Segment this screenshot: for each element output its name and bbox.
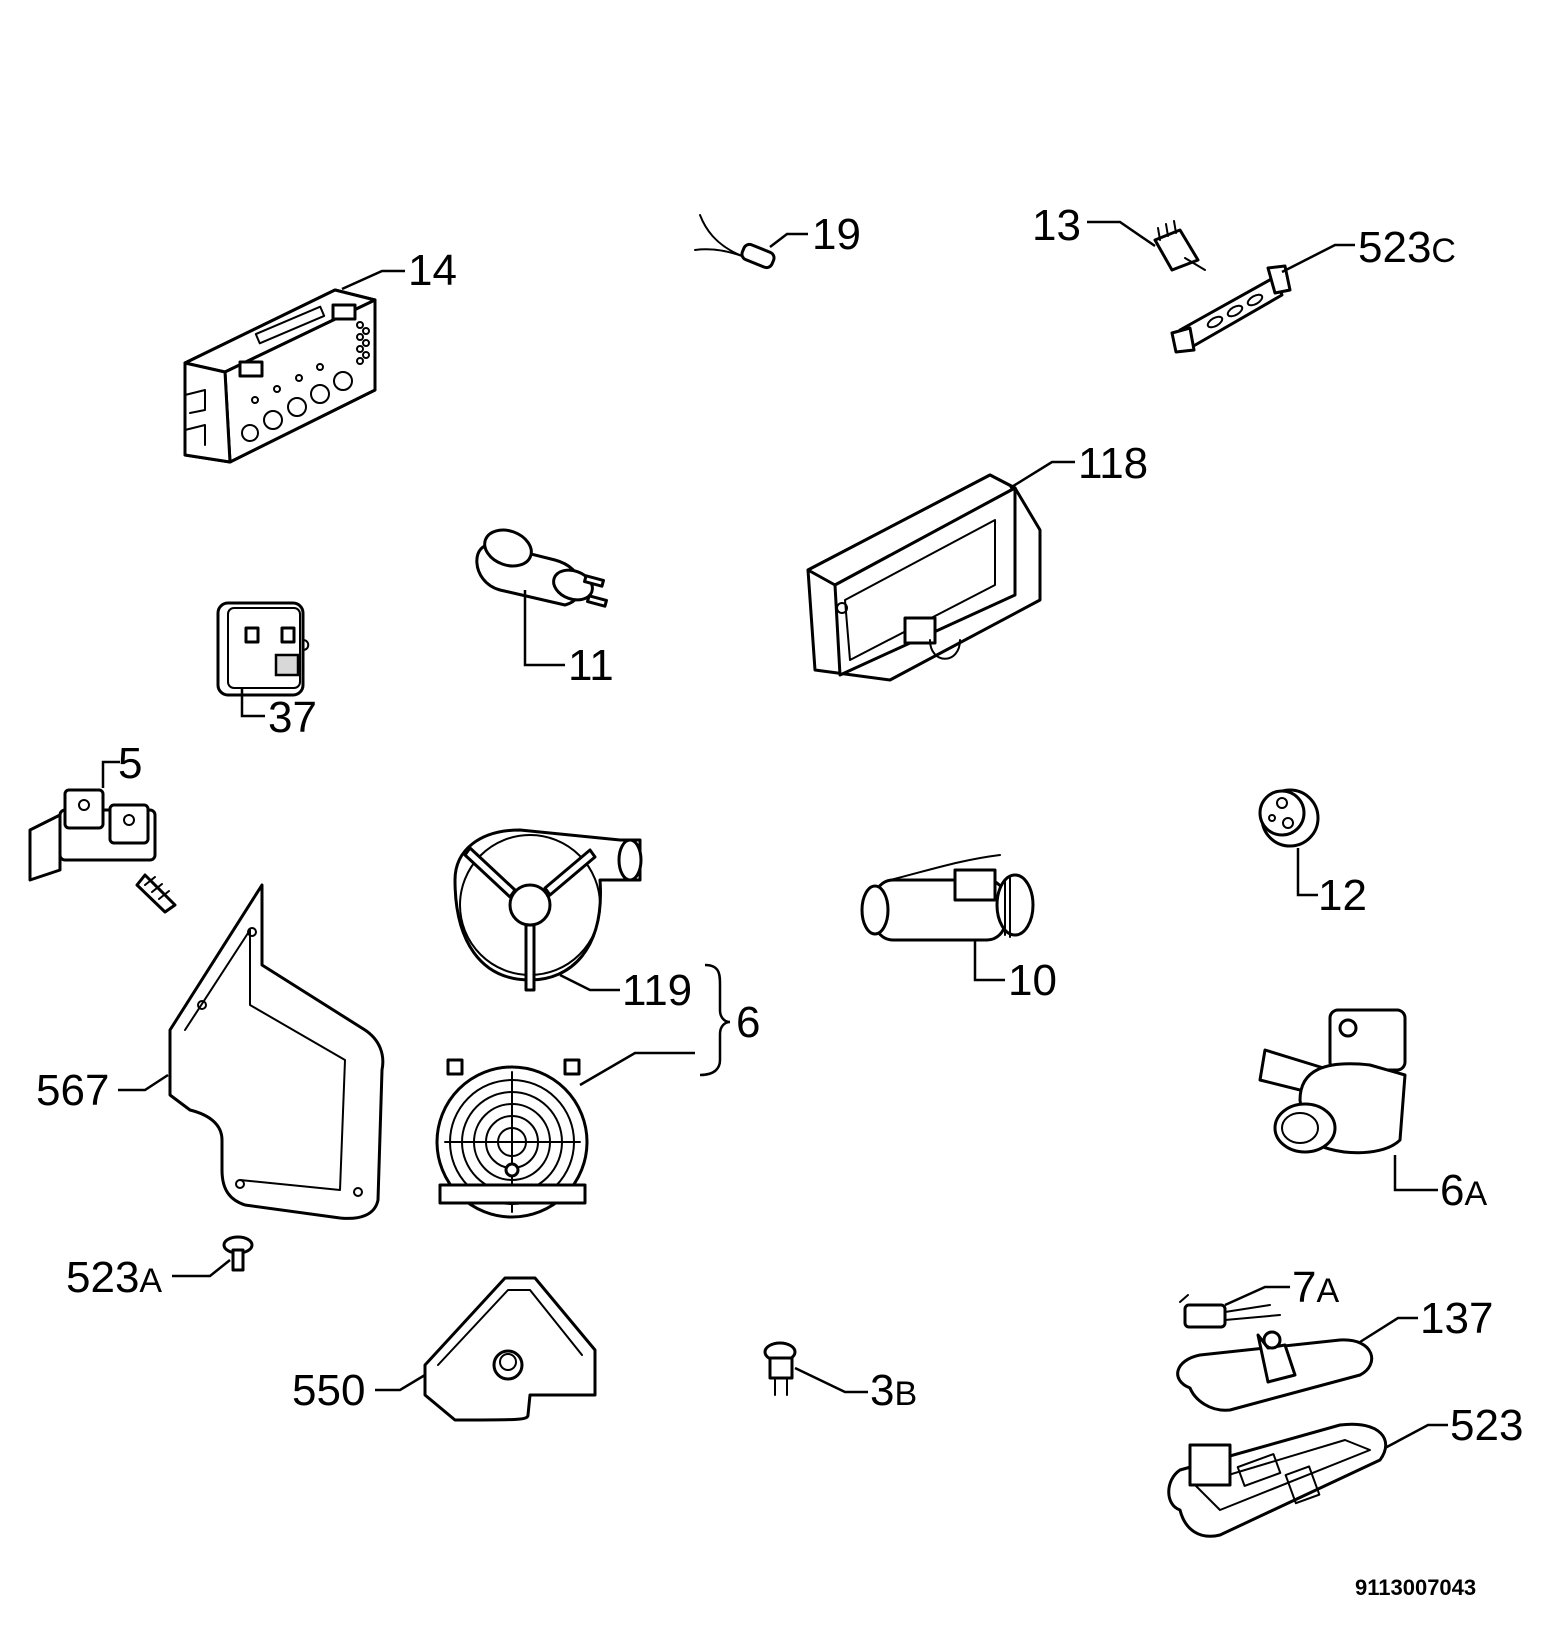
svg-text:3B: 3B [870, 1366, 917, 1415]
label-137: 137 [1420, 1294, 1493, 1343]
svg-text:7A: 7A [1292, 1263, 1339, 1312]
part-523a-screw [172, 1235, 254, 1278]
label-523c: 523C [1358, 223, 1456, 272]
label-14: 14 [408, 246, 457, 295]
svg-text:118: 118 [1078, 439, 1148, 488]
label-11: 11 [568, 641, 614, 690]
part-567-shield [118, 883, 385, 1220]
part-6a-drain-pump [1258, 1008, 1438, 1192]
part-5-inlet-valve [28, 760, 177, 914]
svg-text:11: 11 [568, 641, 614, 690]
svg-text:10: 10 [1008, 956, 1057, 1005]
label-6: 6 [736, 998, 760, 1047]
svg-text:13: 13 [1032, 201, 1081, 250]
label-3b: 3B [870, 1366, 917, 1415]
svg-text:14: 14 [408, 246, 457, 295]
part-7a-thermostat [1179, 1285, 1290, 1329]
part-6-impeller-cover [435, 1051, 695, 1219]
part-3b-switch [763, 1341, 868, 1396]
part-13-switch [1087, 220, 1206, 272]
svg-text:567: 567 [36, 1066, 109, 1115]
label-7a: 7A [1292, 1263, 1339, 1312]
label-523: 523 [1450, 1401, 1523, 1450]
part-550-cover [375, 1276, 597, 1422]
label-12: 12 [1318, 871, 1367, 920]
svg-text:12: 12 [1318, 871, 1367, 920]
svg-text:137: 137 [1420, 1294, 1493, 1343]
label-13: 13 [1032, 201, 1081, 250]
svg-text:37: 37 [268, 693, 317, 742]
part-11-capacitor [475, 528, 608, 667]
label-119: 119 [622, 966, 692, 1015]
part-137-float-lid [1176, 1316, 1418, 1412]
part-6-group-brace [699, 963, 731, 1077]
part-14-control-module [183, 269, 405, 464]
drawing-number: 9113007043 [1355, 1575, 1476, 1600]
svg-text:550: 550 [292, 1366, 365, 1415]
part-118-module [806, 460, 1075, 682]
part-119-pump-housing [453, 828, 643, 992]
label-550: 550 [292, 1366, 365, 1415]
svg-text:6A: 6A [1440, 1166, 1487, 1215]
label-523a: 523A [66, 1253, 162, 1302]
svg-text:19: 19 [812, 210, 861, 259]
svg-text:523: 523 [1450, 1401, 1523, 1450]
label-37: 37 [268, 693, 317, 742]
label-6a: 6A [1440, 1166, 1487, 1215]
part-10-pump-motor [860, 854, 1035, 982]
part-37-block [216, 601, 310, 718]
label-118: 118 [1078, 439, 1148, 488]
label-19: 19 [812, 210, 861, 259]
part-523-float-housing [1167, 1422, 1448, 1538]
svg-text:523A: 523A [66, 1253, 162, 1302]
label-567: 567 [36, 1066, 109, 1115]
label-10: 10 [1008, 956, 1057, 1005]
part-523c-bracket [1170, 243, 1355, 354]
svg-text:119: 119 [622, 966, 692, 1015]
label-5: 5 [118, 739, 142, 788]
part-12-knob [1258, 788, 1320, 897]
svg-text:523C: 523C [1358, 223, 1456, 272]
part-19-sensor [694, 214, 808, 270]
svg-text:6: 6 [736, 998, 760, 1047]
svg-text:5: 5 [118, 739, 142, 788]
